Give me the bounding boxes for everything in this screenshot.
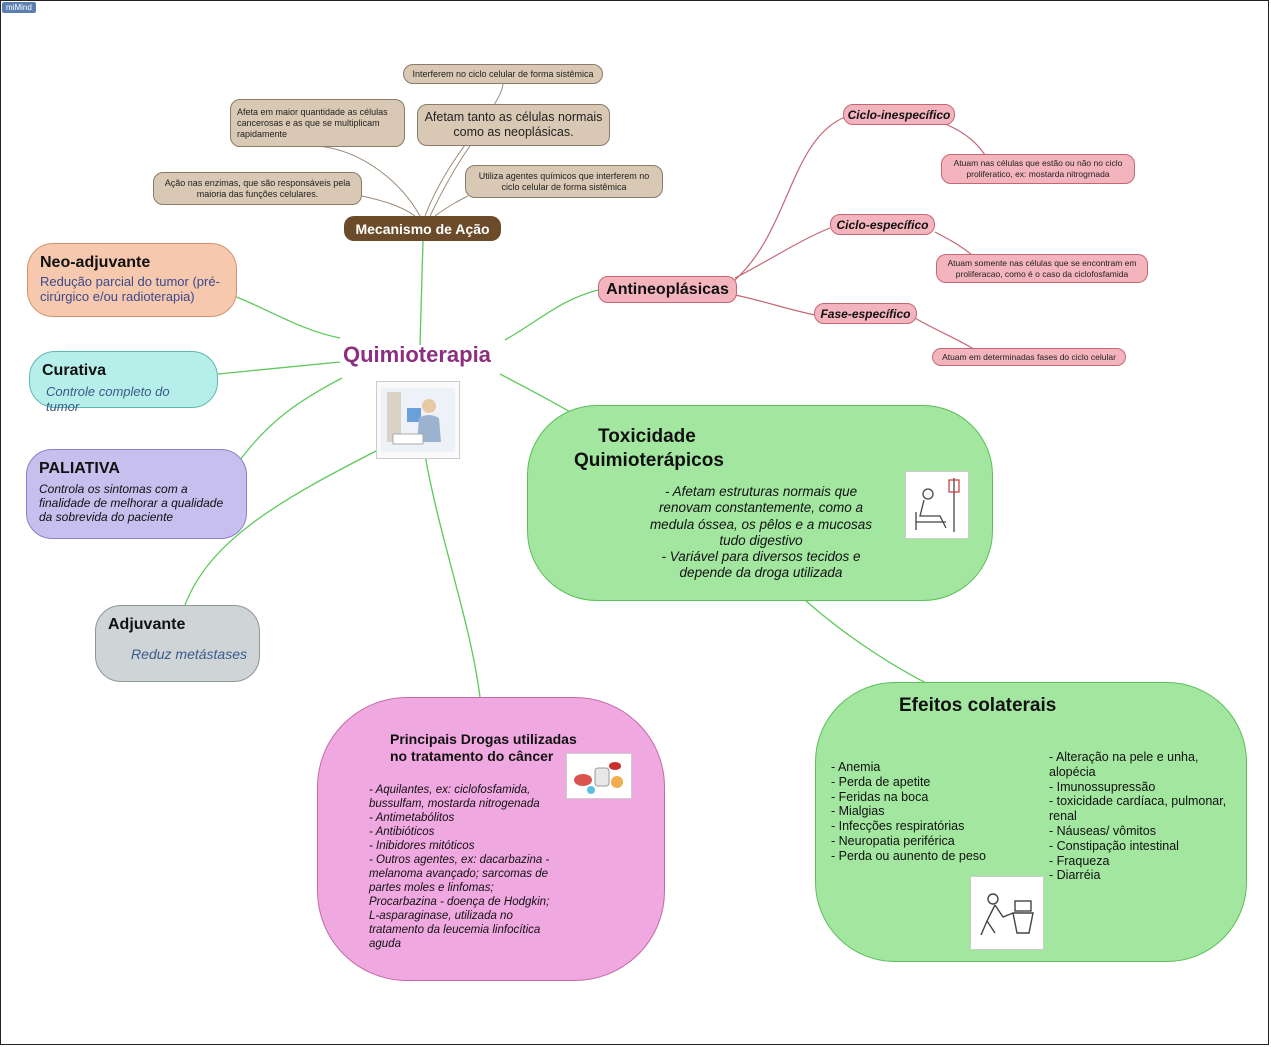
toxicidade-line: tudo digestivo <box>719 532 803 548</box>
paliativa-desc: Controla os sintomas com a finalidade de… <box>39 482 224 524</box>
link-mec-3 <box>429 145 471 217</box>
neo-adjuvante-title: Neo-adjuvante <box>40 254 151 271</box>
mecanismo-node[interactable]: Mecanismo de Ação <box>344 216 501 241</box>
link-tox-efeitos <box>804 599 931 686</box>
link-mec-2 <box>317 145 421 217</box>
toxicidade-body: - Afetam estruturas normais que renovam … <box>618 484 904 582</box>
link-central-toxicidade <box>499 373 571 413</box>
curativa-node[interactable]: Curativa Controle completo do tumor <box>29 351 218 414</box>
patient-illustration <box>376 381 460 459</box>
curativa-desc: Controle completo do tumor <box>46 384 170 414</box>
drogas-title: Principais Drogas utilizadas no tratamen… <box>390 731 577 765</box>
list-item: - Imunossupressão <box>1049 779 1156 794</box>
adjuvante-title: Adjuvante <box>108 616 186 633</box>
toxicidade-node[interactable]: Toxicidade Quimioterápicos - Afetam estr… <box>527 405 993 601</box>
efeitos-right-list: - Alteração na pele e unha, alopécia - I… <box>1049 750 1239 883</box>
list-item: renal <box>1049 809 1077 824</box>
drogas-line: - Antibióticos <box>369 826 435 838</box>
link-esp-desc <box>934 231 973 256</box>
efeitos-left-list: - Anemia - Perda de apetite - Feridas na… <box>831 760 986 864</box>
link-mec-5 <box>434 195 469 217</box>
list-item: - Mialgias <box>831 804 885 819</box>
drogas-node[interactable]: Principais Drogas utilizadas no tratamen… <box>317 697 665 981</box>
list-item: - Perda ou aunento de peso <box>831 848 986 863</box>
list-item: alopécia <box>1049 764 1096 779</box>
drogas-line: - Outros agentes, ex: dacarbazina - <box>369 854 550 866</box>
ciclo-especifico-desc[interactable]: Atuam somente nas células que se encontr… <box>936 254 1148 283</box>
drogas-line: tratamento da leucemia linfocítica <box>369 924 541 936</box>
list-item: - Alteração na pele e unha, <box>1049 750 1199 764</box>
drogas-body: - Aquilantes, ex: ciclofosfamida, bussul… <box>369 783 579 951</box>
central-title[interactable]: Quimioterapia <box>343 342 491 367</box>
toxicidade-line: renovam constantemente, como a <box>658 500 864 516</box>
mec-item-acao-enzimas[interactable]: Ação nas enzimas, que são responsáveis p… <box>153 172 362 205</box>
app-badge: miMind <box>2 2 36 13</box>
ciclo-inespecifico-node[interactable]: Ciclo-inespecífico <box>843 104 955 125</box>
paliativa-node[interactable]: PALIATIVA Controla os sintomas com a fin… <box>26 449 247 539</box>
drogas-line: melanoma avançado; sarcomas de <box>369 868 548 880</box>
drogas-line: Procarbazina - doença de Hodgkin; <box>369 896 550 908</box>
neo-adjuvante-node[interactable]: Neo-adjuvante Redução parcial do tumor (… <box>27 243 237 317</box>
list-item: - Constipação intestinal <box>1049 838 1179 853</box>
toxicidade-title-2: Quimioterápicos <box>574 450 724 471</box>
toxicidade-line: - Variável para diversos tecidos e <box>661 549 861 565</box>
drogas-line: - Aquilantes, ex: ciclofosfamida, <box>369 784 531 796</box>
link-central-drogas <box>424 454 481 698</box>
mec-item-interferem[interactable]: Interferem no ciclo celular de forma sis… <box>403 64 603 84</box>
link-mec-4 <box>361 195 416 217</box>
ciclo-especifico-node[interactable]: Ciclo-específico <box>830 214 935 235</box>
efeitos-node[interactable]: Efeitos colaterais - Anemia - Perda de a… <box>815 682 1247 962</box>
drogas-line: - Antimetabólitos <box>369 812 455 824</box>
list-item: - Diarréia <box>1049 868 1101 883</box>
link-central-mec <box>419 240 424 346</box>
link-inesp-desc <box>944 123 986 156</box>
pills-illustration <box>566 753 632 799</box>
mec-item-utiliza-agentes[interactable]: Utiliza agentes químicos que interferem … <box>465 165 663 198</box>
ciclo-inespecifico-desc[interactable]: Atuam nas células que estão ou não no ci… <box>941 154 1135 184</box>
iv-drip-icon <box>905 471 969 539</box>
list-item: - toxicidade cardíaca, pulmonar, <box>1049 794 1227 809</box>
link-anti-esp <box>734 227 831 279</box>
list-item: - Neuropatia periférica <box>831 833 955 848</box>
drogas-title-2: no tratamento do câncer <box>390 748 554 764</box>
list-item: - Fraqueza <box>1049 853 1110 868</box>
list-item: - Anemia <box>831 760 881 774</box>
link-central-adjuvante <box>184 449 379 606</box>
drogas-line: aguda <box>369 938 401 950</box>
adjuvante-node[interactable]: Adjuvante Reduz metástases <box>95 605 260 682</box>
link-anti-inesp <box>734 116 846 281</box>
toxicidade-line: depende da droga utilizada <box>679 565 843 581</box>
list-item: - Náuseas/ vômitos <box>1049 823 1156 838</box>
link-anti-fase <box>734 294 816 316</box>
fase-especifico-node[interactable]: Fase-específico <box>814 303 917 324</box>
drogas-line: bussulfam, mostarda nitrogenada <box>369 798 540 810</box>
neo-adjuvante-desc: Redução parcial do tumor (pré-cirúrgico … <box>40 274 220 304</box>
drogas-line: partes moles e linfomas; <box>369 882 494 894</box>
vomiting-person-icon <box>970 876 1044 950</box>
efeitos-title: Efeitos colaterais <box>899 695 1057 716</box>
list-item: - Feridas na boca <box>831 789 929 804</box>
fase-especifico-desc[interactable]: Atuam em determinadas fases do ciclo cel… <box>932 348 1126 366</box>
drogas-line: - Inibidores mitóticos <box>369 840 475 852</box>
link-fase-desc <box>914 317 976 351</box>
mec-item-afeta-maior[interactable]: Afeta em maior quantidade as células can… <box>230 99 405 147</box>
list-item: - Infecções respiratórias <box>831 819 965 834</box>
list-item: - Perda de apetite <box>831 774 931 789</box>
link-central-neo <box>233 295 341 339</box>
toxicidade-line: medula óssea, os pêlos e a mucosas <box>649 516 873 532</box>
drogas-title-1: Principais Drogas utilizadas <box>390 731 577 747</box>
toxicidade-title-1: Toxicidade <box>598 426 696 447</box>
adjuvante-desc: Reduz metástases <box>131 646 247 662</box>
mec-item-afetam-tanto[interactable]: Afetam tanto as células normais como as … <box>417 104 610 146</box>
link-central-anti <box>504 289 599 341</box>
link-central-curativa <box>217 361 341 375</box>
paliativa-title: PALIATIVA <box>39 460 120 477</box>
curativa-title: Curativa <box>42 362 107 379</box>
link-central-paliativa <box>239 377 343 461</box>
antineoplasicas-node[interactable]: Antineoplásicas <box>598 276 737 303</box>
toxicidade-line: - Afetam estruturas normais que <box>664 484 858 499</box>
drogas-line: L-asparaginase, utilizada no <box>369 910 513 922</box>
